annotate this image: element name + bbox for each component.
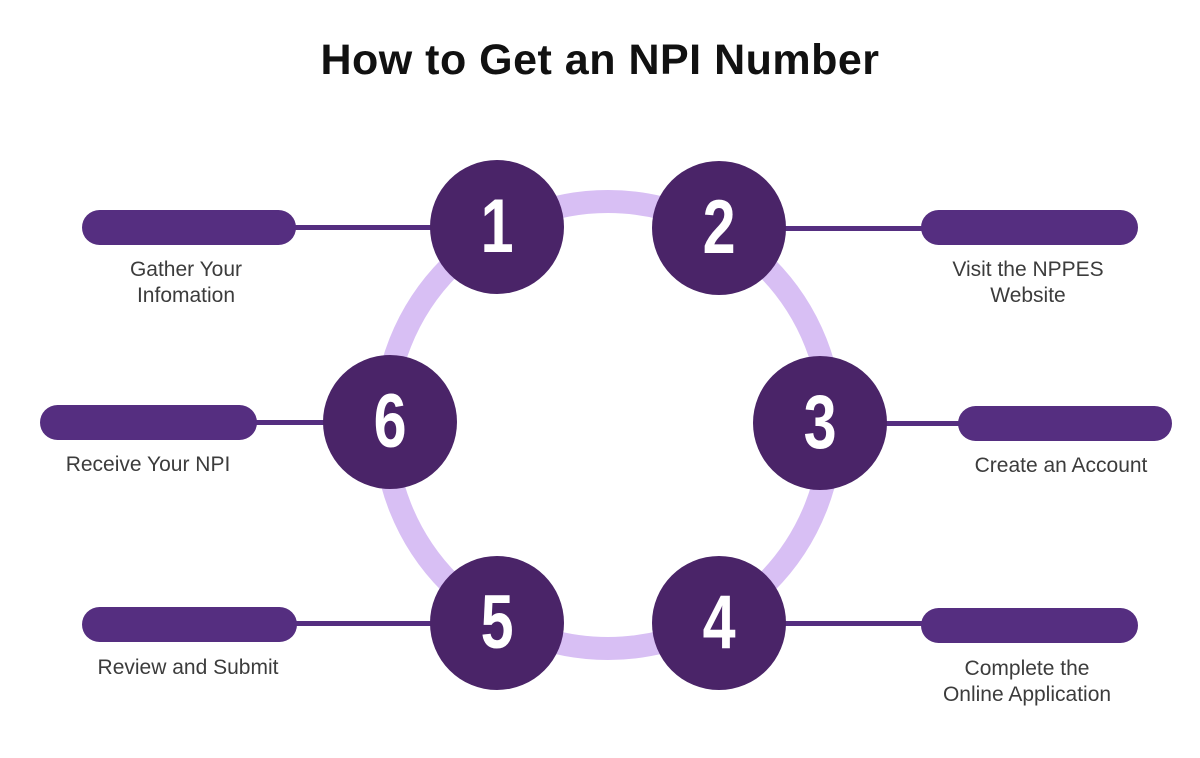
step-circle-6: 6 (323, 355, 457, 489)
step-pill-6 (40, 405, 257, 440)
step-label-4-line-1: Complete the (964, 657, 1090, 680)
connector-line-step-3 (870, 421, 970, 426)
step-label-3-line-1: Create an Account (974, 454, 1148, 477)
step-circle-5: 5 (430, 556, 564, 690)
step-pill-4 (921, 608, 1138, 643)
step-circle-3: 3 (753, 356, 887, 490)
step-label-6-line-1: Receive Your NPI (65, 453, 231, 476)
step-label-1-line-2: Infomation (136, 284, 236, 307)
step-label-2-line-1: Visit the NPPES (952, 258, 1104, 281)
step-pill-2 (921, 210, 1138, 245)
connector-line-step-4 (770, 621, 940, 626)
step-circle-1: 1 (430, 160, 564, 294)
connector-line-step-5 (280, 621, 450, 626)
step-label-1: Gather Your Infomation (36, 257, 336, 309)
step-number-1: 1 (480, 184, 514, 269)
connector-line-step-2 (770, 226, 940, 231)
step-circle-2: 2 (652, 161, 786, 295)
step-number-5: 5 (480, 580, 514, 665)
step-label-1-line-1: Gather Your (129, 258, 243, 281)
step-label-3: Create an Account (911, 453, 1200, 479)
step-label-2-line-2: Website (990, 284, 1066, 307)
step-number-6: 6 (373, 379, 407, 464)
step-number-2: 2 (702, 185, 736, 270)
connector-line-step-6 (245, 420, 340, 425)
step-label-4-line-2: Online Application (942, 683, 1112, 706)
step-label-5-line-1: Review and Submit (97, 656, 279, 679)
step-label-6: Receive Your NPI (0, 452, 298, 478)
step-label-4: Complete the Online Application (877, 656, 1177, 708)
step-pill-3 (958, 406, 1172, 441)
step-label-5: Review and Submit (38, 655, 338, 681)
page-title: How to Get an NPI Number (320, 36, 880, 84)
step-circle-4: 4 (652, 556, 786, 690)
step-number-4: 4 (702, 580, 736, 665)
connector-line-step-1 (280, 225, 450, 230)
step-pill-1 (82, 210, 296, 245)
step-pill-5 (82, 607, 297, 642)
step-label-2: Visit the NPPES Website (878, 257, 1178, 309)
step-number-3: 3 (803, 380, 837, 465)
